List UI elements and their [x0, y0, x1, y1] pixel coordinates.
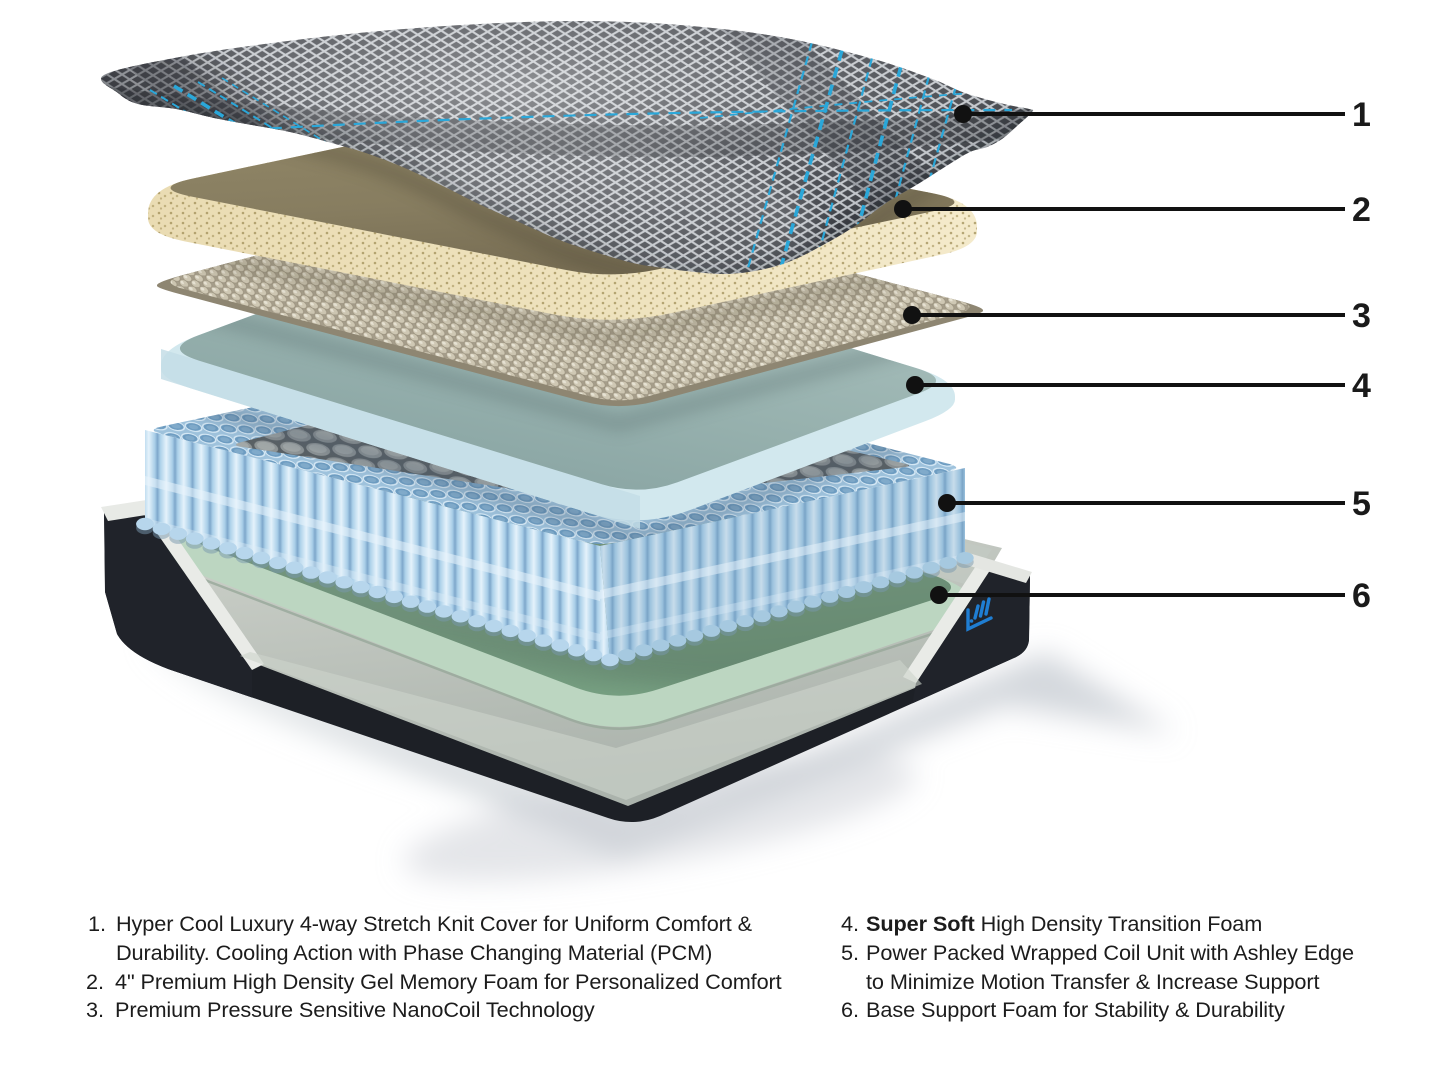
svg-text:1: 1: [1352, 96, 1371, 134]
svg-text:2: 2: [1352, 191, 1371, 229]
svg-text:4: 4: [1352, 367, 1371, 405]
svg-text:6: 6: [1352, 577, 1371, 615]
svg-text:5: 5: [1352, 485, 1371, 523]
svg-text:3: 3: [1352, 297, 1371, 335]
